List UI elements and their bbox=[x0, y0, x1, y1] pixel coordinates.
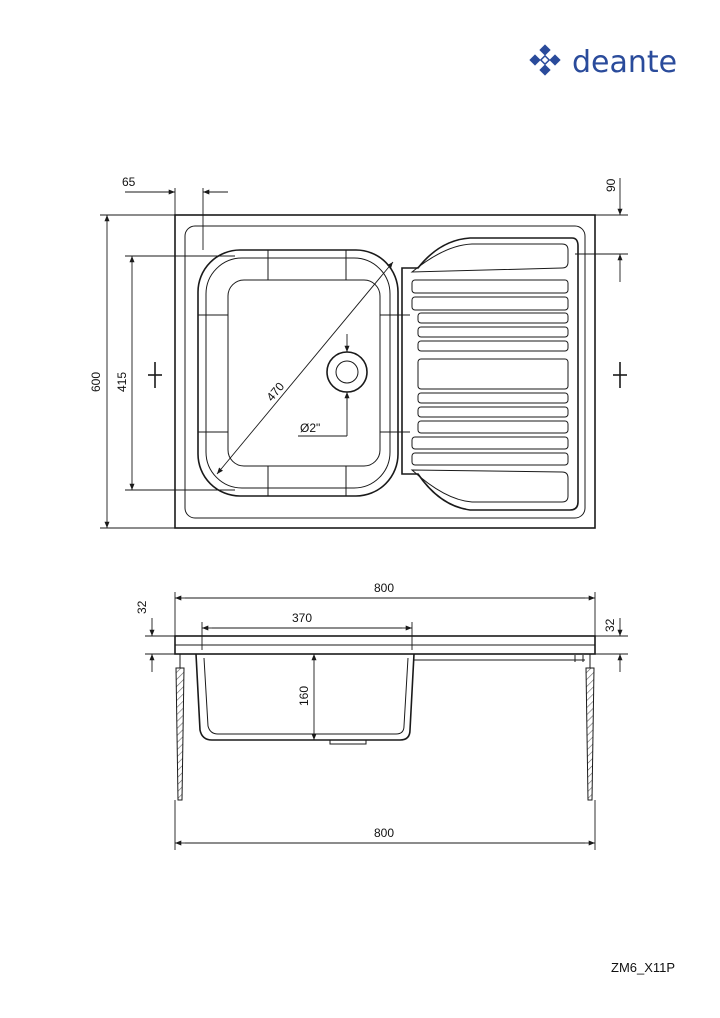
top-view: Ø2" 470 65 bbox=[89, 175, 628, 529]
drain-label: Ø2" bbox=[300, 421, 320, 435]
bowl-section bbox=[195, 653, 415, 741]
brand-name: deante bbox=[572, 45, 677, 80]
drainboard bbox=[401, 237, 579, 511]
height-label: 600 bbox=[89, 372, 103, 392]
left-offset-label: 65 bbox=[122, 175, 136, 189]
width-top-label: 800 bbox=[374, 581, 394, 595]
width-bottom-label: 800 bbox=[374, 826, 394, 840]
bowl-height-label: 415 bbox=[115, 372, 129, 392]
sink-inner-rim bbox=[184, 225, 586, 519]
bowl-width-label: 370 bbox=[292, 611, 312, 625]
sink-outline bbox=[174, 214, 596, 529]
right-offset-label: 90 bbox=[604, 178, 618, 192]
diagonal-label: 470 bbox=[264, 379, 288, 404]
left-wall bbox=[175, 667, 185, 801]
diagonal-dimension bbox=[216, 261, 394, 475]
deante-logo: deante bbox=[529, 44, 677, 80]
deck-left-label: 32 bbox=[135, 600, 149, 614]
model-code: ZM6_X11P bbox=[611, 960, 675, 975]
section-marker-right bbox=[613, 362, 627, 388]
deck-right-label: 32 bbox=[603, 618, 617, 632]
logo-mark-icon bbox=[529, 44, 561, 76]
section-view: 800 370 160 32 bbox=[135, 581, 628, 850]
section-marker-left bbox=[148, 362, 162, 388]
right-wall bbox=[585, 667, 595, 801]
bowl-depth-label: 160 bbox=[297, 686, 311, 706]
